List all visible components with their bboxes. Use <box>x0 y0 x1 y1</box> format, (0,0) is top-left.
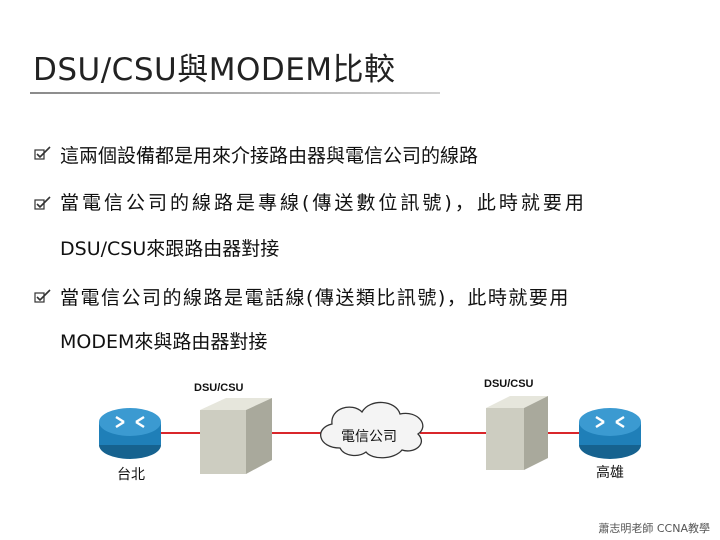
cloud-icon <box>320 401 424 459</box>
title-underline <box>30 92 440 94</box>
dsu-csu-left-label: DSU/CSU <box>194 382 244 394</box>
page-title: DSU/CSU與MODEM比較 <box>33 52 396 88</box>
cloud-label: 電信公司 <box>341 429 397 445</box>
router-icon <box>579 408 641 459</box>
dsu-csu-right-label: DSU/CSU <box>484 378 534 390</box>
footer-credit: 蕭志明老師 CCNA教學 <box>598 522 710 535</box>
router-icon <box>99 408 161 459</box>
router-left-label: 台北 <box>117 467 145 483</box>
bullet-1-text: 這兩個設備都是用來介接路由器與電信公司的線路 <box>60 145 479 167</box>
network-diagram-graphic <box>99 396 641 474</box>
bullet-checkbox-icon <box>34 146 51 160</box>
router-right-label: 高雄 <box>596 465 624 481</box>
bullet-3-text-continued: MODEM來與路由器對接 <box>60 331 268 353</box>
bullet-checkbox-icon <box>34 289 51 303</box>
bullet-3-text: 當電信公司的線路是電話線(傳送類比訊號)，此時就要用 <box>60 287 570 309</box>
bullet-2-text: 當電信公司的線路是專線(傳送數位訊號)，此時就要用 <box>60 192 587 214</box>
network-diagram: DSU/CSU DSU/CSU 電信公司 台北 高雄 <box>0 360 720 540</box>
bullet-2-text-continued: DSU/CSU來跟路由器對接 <box>60 238 280 260</box>
bullet-checkbox-icon <box>34 196 51 210</box>
dsu-csu-device-icon <box>200 398 272 474</box>
dsu-csu-device-icon <box>486 396 548 470</box>
